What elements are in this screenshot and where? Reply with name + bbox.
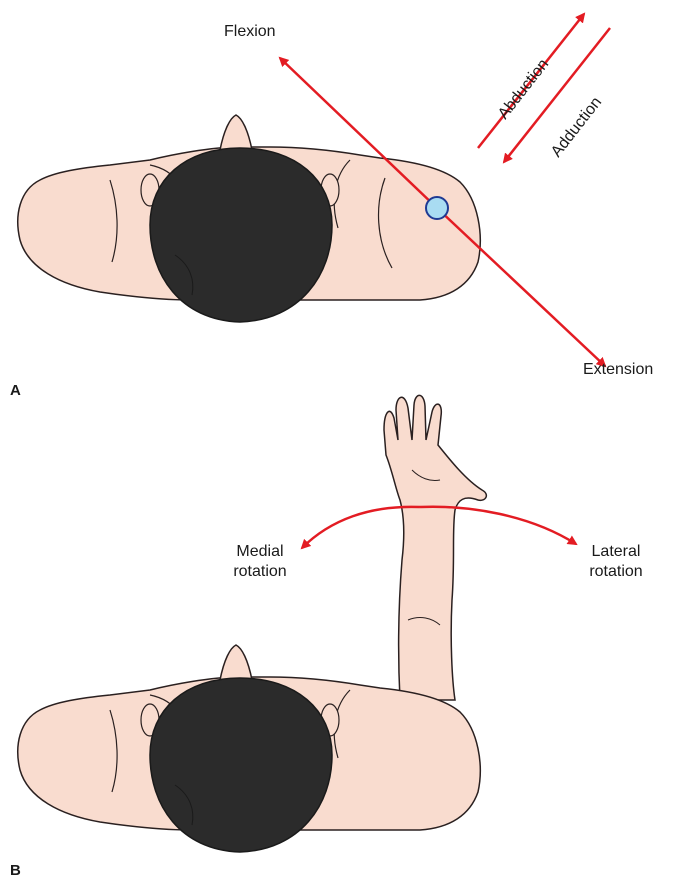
lateral-rotation-line2: rotation bbox=[561, 562, 671, 582]
head-hair-b bbox=[150, 678, 332, 852]
nose-b bbox=[220, 645, 252, 680]
shoulder-joint-marker bbox=[426, 197, 448, 219]
head-hair-a bbox=[150, 148, 332, 322]
extension-arrow bbox=[437, 208, 605, 366]
lateral-rotation-line1: Lateral bbox=[561, 542, 671, 562]
medial-rotation-line1: Medial bbox=[205, 542, 315, 562]
flexion-label: Flexion bbox=[224, 22, 276, 42]
medial-rotation-line2: rotation bbox=[205, 562, 315, 582]
nose-a bbox=[220, 115, 252, 150]
medial-rotation-label: Medial rotation bbox=[205, 542, 315, 582]
panel-b-figure bbox=[18, 395, 487, 852]
raised-arm-b bbox=[384, 395, 486, 700]
lateral-rotation-label: Lateral rotation bbox=[561, 542, 671, 582]
panel-a-figure bbox=[18, 115, 480, 322]
extension-label: Extension bbox=[583, 360, 653, 380]
panel-b-letter: B bbox=[10, 862, 21, 879]
panel-a-letter: A bbox=[10, 382, 21, 399]
